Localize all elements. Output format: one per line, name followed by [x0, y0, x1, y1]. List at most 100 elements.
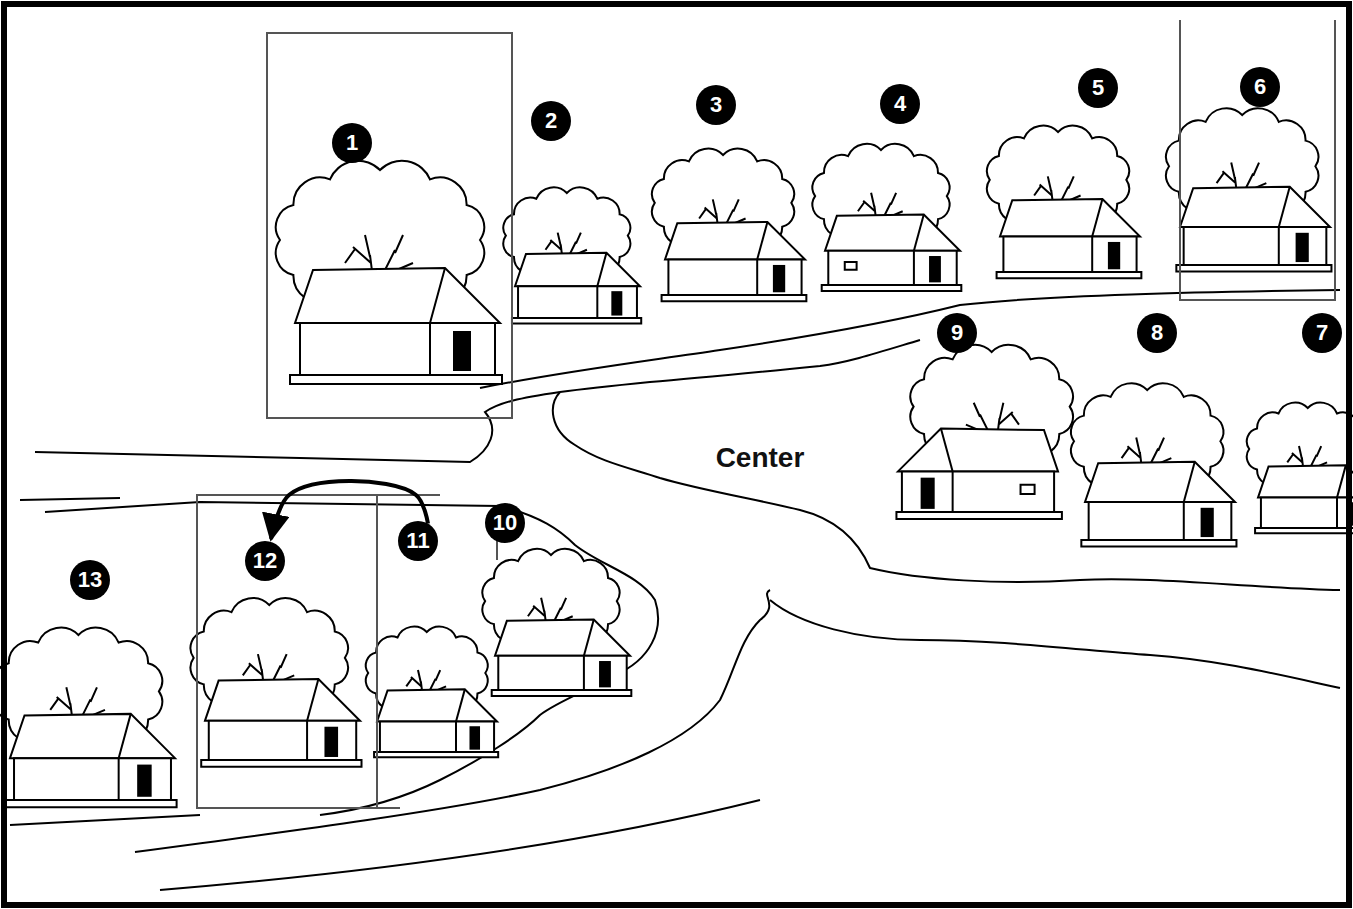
callout-number: 5 [1092, 77, 1104, 99]
frame [197, 495, 377, 808]
field-edge [770, 600, 1340, 688]
house [896, 345, 1073, 519]
house [987, 126, 1141, 278]
house-wall [300, 323, 495, 375]
gable [430, 268, 445, 323]
door [929, 256, 941, 282]
house-base [896, 512, 1061, 519]
house-wall [668, 259, 801, 295]
house-wall [1261, 498, 1353, 528]
callout-badge: 13 [70, 560, 110, 600]
callout-number: 13 [78, 569, 102, 591]
wall-corner [455, 722, 457, 752]
frame [267, 33, 512, 418]
wall-corner [952, 471, 954, 512]
callout-number: 11 [406, 530, 429, 552]
frame [1180, 20, 1335, 300]
selection-frames [197, 20, 1335, 808]
callout-number: 3 [710, 94, 722, 116]
house [190, 598, 361, 767]
gable [1279, 187, 1290, 227]
house-wall [1089, 502, 1232, 540]
house-wall [1184, 227, 1327, 265]
wall-corner [118, 758, 120, 800]
callout-badge: 3 [696, 85, 736, 125]
callout-badge: 5 [1078, 68, 1118, 108]
callout-badge: 12 [245, 541, 285, 581]
callout-badge: 11 [398, 521, 438, 561]
wall-corner [1278, 227, 1280, 265]
house [366, 627, 498, 758]
door [453, 331, 471, 371]
callout-number: 1 [346, 132, 358, 154]
gable [757, 222, 767, 260]
wall-corner [756, 259, 758, 295]
callout-badge: 7 [1302, 313, 1342, 353]
house-base [1255, 528, 1353, 533]
house-wall [518, 286, 637, 318]
house [1247, 403, 1353, 534]
center-area-edge [553, 340, 1340, 590]
house-base [662, 295, 807, 301]
gable [1092, 199, 1102, 237]
callout-badge: 6 [1240, 67, 1280, 107]
callout-badge: 4 [880, 84, 920, 124]
gable [456, 689, 465, 721]
wall-corner [596, 286, 598, 318]
house-base [6, 800, 177, 807]
gable [307, 679, 318, 721]
house-base [512, 318, 641, 323]
wall-corner [1091, 236, 1093, 272]
callout-number: 8 [1151, 322, 1163, 344]
callout-badge: 9 [937, 313, 977, 353]
house-base [1081, 540, 1236, 547]
house [0, 628, 177, 808]
house-base [374, 752, 498, 757]
callout-number: 7 [1316, 322, 1328, 344]
wall-corner [306, 721, 308, 760]
callout-number: 10 [493, 512, 517, 534]
road-edge [35, 392, 560, 462]
house [276, 161, 502, 384]
callout-badge: 10 [485, 503, 525, 543]
house-wall [902, 471, 1054, 512]
callout-badge: 8 [1137, 313, 1177, 353]
gable [597, 253, 606, 287]
wall-corner [1183, 502, 1185, 540]
gable [1184, 462, 1195, 502]
wall-corner [429, 323, 431, 375]
roof [1000, 199, 1140, 237]
roof [665, 222, 805, 260]
house [503, 187, 641, 323]
house [1166, 108, 1331, 271]
house-base [492, 690, 632, 696]
roof [495, 620, 630, 656]
window [1021, 485, 1035, 494]
place-label: Center [712, 442, 809, 474]
house-base [997, 272, 1142, 278]
roof [1180, 187, 1330, 227]
path-edge [160, 800, 760, 890]
ground-lines [10, 290, 1340, 890]
house-base [290, 375, 502, 384]
door [921, 478, 935, 509]
house-wall [1003, 236, 1136, 272]
house-base [201, 760, 361, 767]
roof [825, 215, 960, 251]
callout-number: 9 [951, 322, 963, 344]
house [482, 549, 631, 696]
house-wall [380, 722, 494, 752]
gable [1337, 465, 1346, 497]
house-wall [209, 721, 356, 760]
callout-number: 2 [545, 110, 557, 132]
house [812, 144, 961, 291]
frame [377, 495, 497, 808]
houses [0, 108, 1353, 807]
field-edge [20, 498, 120, 500]
door [773, 265, 785, 292]
door [137, 765, 151, 797]
